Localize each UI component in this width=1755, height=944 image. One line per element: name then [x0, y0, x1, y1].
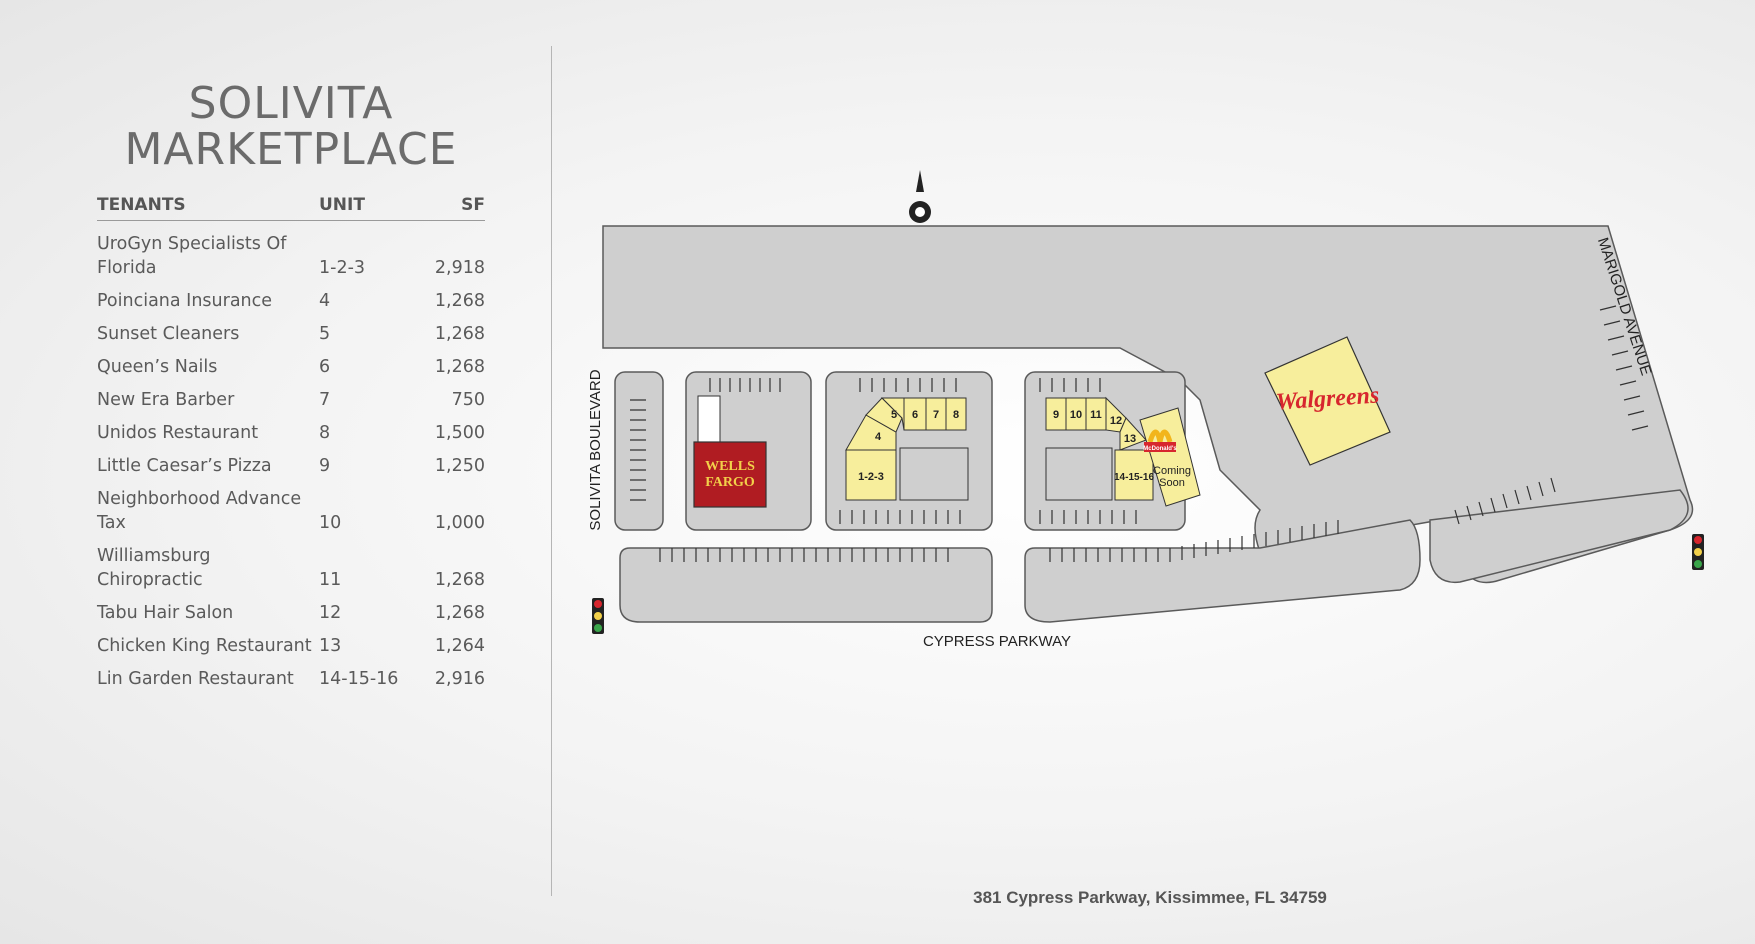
table-row: Chicken King Restaurant 13 1,264: [97, 634, 485, 658]
tenant-name: Lin Garden Restaurant: [97, 669, 294, 689]
tenant-sf: 750: [451, 390, 485, 410]
unit-label-4: 4: [875, 431, 882, 443]
road-label-west: SOLIVITA BOULEVARD: [587, 369, 604, 530]
table-row: Sunset Cleaners 5 1,268: [97, 322, 485, 346]
tenant-sf: 1,268: [434, 324, 485, 344]
south-parking-west: [619, 547, 993, 623]
tenant-name: New Era Barber: [97, 390, 235, 410]
tenant-unit: 4: [319, 291, 331, 311]
building-a: 1-2-3 4 5 6 7 8: [845, 397, 969, 501]
tenant-sf: 1,268: [434, 357, 485, 377]
table-row: Williamsburg Chiropractic 11 1,268: [97, 544, 485, 592]
unit-label-12: 12: [1110, 415, 1122, 427]
tenant-unit: 13: [319, 636, 342, 656]
bank-label-line2: FARGO: [705, 475, 755, 490]
tenant-unit: 7: [319, 390, 331, 410]
table-row: New Era Barber 7 750: [97, 388, 485, 412]
traffic-light-icon: [592, 598, 604, 634]
table-row: Neighborhood Advance Tax 10 1,000: [97, 487, 485, 535]
tenant-sf: 1,000: [434, 513, 485, 533]
page-title-line2: MARKETPLACE: [124, 124, 458, 175]
property-address: 381 Cypress Parkway, Kissimmee, FL 34759: [973, 888, 1327, 907]
restaurant-logo-text: McDonald's: [1143, 446, 1177, 452]
unit-label-6: 6: [912, 409, 918, 421]
header-sf: SF: [461, 195, 485, 215]
table-row: Queen’s Nails 6 1,268: [97, 355, 485, 379]
unit-label-14-15-16: 14-15-16: [1114, 472, 1154, 483]
tenant-unit: 14-15-16: [319, 669, 399, 689]
tenant-name: Little Caesar’s Pizza: [97, 456, 272, 476]
tenant-name: Unidos Restaurant: [97, 423, 259, 443]
unit-label-5: 5: [891, 409, 897, 421]
tenant-unit: 8: [319, 423, 331, 443]
west-pad: [614, 371, 664, 531]
traffic-light-icon: [1692, 534, 1704, 570]
tenant-name: Neighborhood Advance Tax: [97, 489, 302, 533]
unit-label-13: 13: [1124, 433, 1136, 445]
tenant-sf: 1,264: [434, 636, 485, 656]
table-row: Lin Garden Restaurant 14-15-16 2,916: [97, 667, 485, 691]
unit-label-11: 11: [1090, 409, 1102, 421]
tenant-name: Queen’s Nails: [97, 357, 218, 377]
building-b: 9 10 11 12 13 14-15-16: [1045, 396, 1154, 501]
restaurant-status-line1: Coming: [1153, 465, 1191, 477]
tenant-sf: 1,268: [434, 570, 485, 590]
tenant-sf: 1,500: [434, 423, 485, 443]
tenant-sf: 1,250: [434, 456, 485, 476]
unit-label-1-2-3: 1-2-3: [858, 471, 884, 483]
unit-label-8: 8: [953, 409, 959, 421]
unit-label-10: 10: [1070, 409, 1082, 421]
table-row: UroGyn Specialists Of Florida 1-2-3 2,918: [97, 232, 485, 280]
south-parking-east: [1024, 519, 1421, 623]
site-plan-map: N WELLS FARGO 1: [560, 170, 1710, 740]
mcdonalds-arches-icon: [1147, 429, 1173, 443]
parking-stripes: [630, 305, 1649, 562]
page-title-line1: SOLIVITA: [188, 78, 394, 129]
south-parking-far-east: [1429, 489, 1689, 584]
unit-label-9: 9: [1053, 409, 1059, 421]
road-label-south: CYPRESS PARKWAY: [923, 633, 1071, 650]
tenant-sf: 1,268: [434, 291, 485, 311]
table-row: Little Caesar’s Pizza 9 1,250: [97, 454, 485, 478]
tenant-name: Tabu Hair Salon: [97, 603, 234, 623]
tenant-sf: 1,268: [434, 603, 485, 623]
tenant-unit: 10: [319, 513, 342, 533]
tenant-panel: SOLIVITA MARKETPLACE TENANTS UNIT SF Uro…: [0, 0, 552, 944]
restaurant-status-line2: Soon: [1159, 477, 1185, 489]
tenant-name: Chicken King Restaurant: [97, 636, 312, 656]
tenant-unit: 6: [319, 357, 331, 377]
tenant-sf: 2,918: [434, 258, 485, 278]
table-row: Tabu Hair Salon 12 1,268: [97, 601, 485, 625]
mcdonalds-pad: McDonald's Coming Soon: [1139, 407, 1201, 507]
tenant-sf: 2,916: [434, 669, 485, 689]
tenant-name: Poinciana Insurance: [97, 291, 273, 311]
header-unit: UNIT: [319, 195, 365, 215]
unit-label-7: 7: [933, 409, 939, 421]
tenant-name: Sunset Cleaners: [97, 324, 240, 344]
panel-divider: [551, 46, 552, 896]
tenant-unit: 5: [319, 324, 331, 344]
table-row: Unidos Restaurant 8 1,500: [97, 421, 485, 445]
wells-fargo-building: WELLS FARGO: [693, 395, 767, 508]
tenant-unit: 12: [319, 603, 342, 623]
tenant-unit: 9: [319, 456, 331, 476]
bank-label-line1: WELLS: [705, 459, 755, 474]
tenant-table-header: TENANTS UNIT SF: [97, 194, 485, 221]
tenant-name: UroGyn Specialists Of Florida: [97, 234, 287, 278]
tenant-name: Williamsburg Chiropractic: [97, 546, 211, 590]
tenant-unit: 1-2-3: [319, 258, 366, 278]
header-tenants: TENANTS: [97, 195, 186, 215]
tenant-unit: 11: [319, 570, 342, 590]
walgreens-building: Walgreens: [1264, 336, 1391, 466]
table-row: Poinciana Insurance 4 1,268: [97, 289, 485, 313]
